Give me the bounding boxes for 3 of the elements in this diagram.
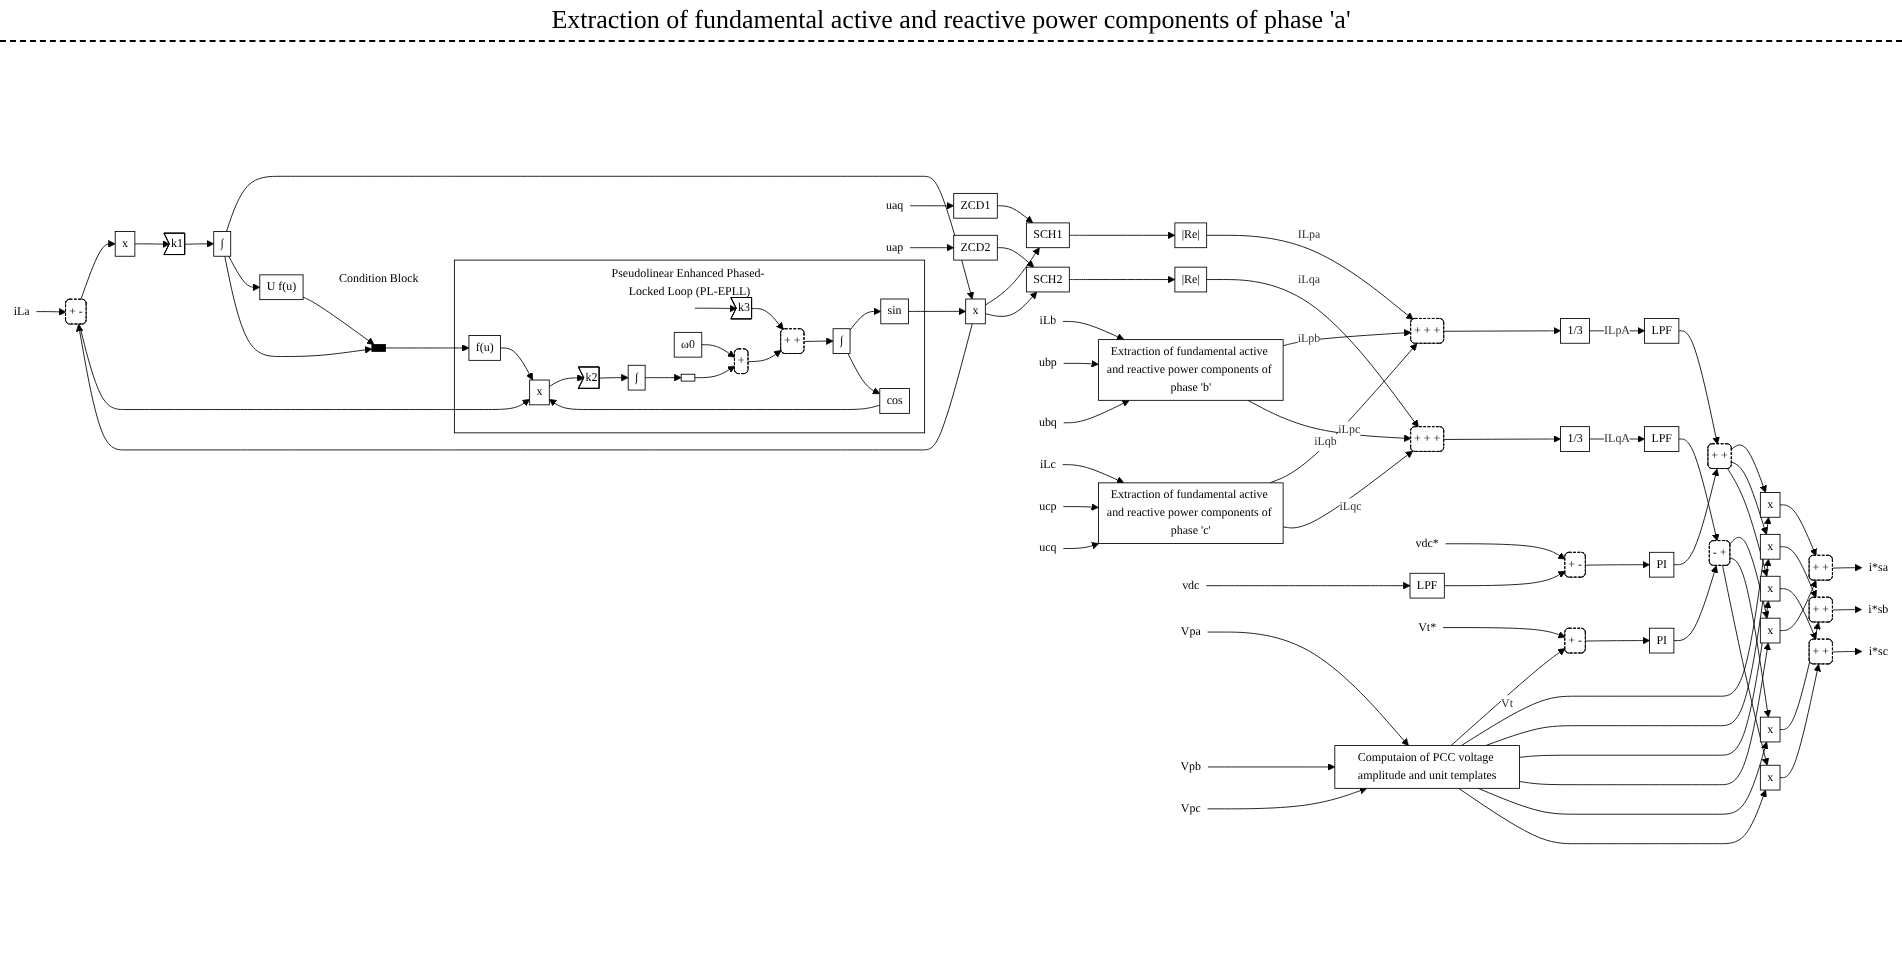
node-bar (371, 344, 386, 352)
node-box (680, 373, 696, 382)
section-heading: Extraction of fundamental active and reactive power components of phase 'a' (551, 4, 1351, 34)
